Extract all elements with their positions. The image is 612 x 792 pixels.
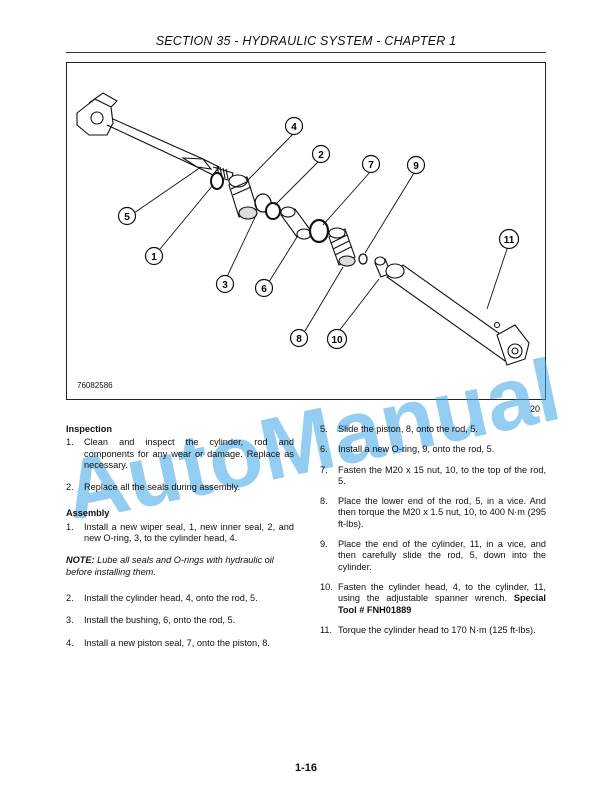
left-column: Inspection 1. Clean and inspect the cyli… bbox=[66, 424, 294, 649]
list-item: 5. Slide the piston, 8, onto the rod, 5. bbox=[320, 424, 478, 434]
svg-text:11: 11 bbox=[504, 235, 515, 246]
callout-5: 5 bbox=[117, 206, 137, 226]
callout-1: 1 bbox=[144, 246, 164, 266]
note: NOTE: Lube all seals and O-rings with hy… bbox=[66, 555, 274, 577]
callout-2: 2 bbox=[311, 144, 331, 164]
callout-6: 6 bbox=[254, 278, 274, 298]
callout-7: 7 bbox=[361, 154, 381, 174]
callout-8: 8 bbox=[289, 328, 309, 348]
cylinder-exploded-diagram: 4 2 7 9 5 11 1 3 6 8 10 bbox=[76, 92, 530, 366]
svg-text:9: 9 bbox=[413, 161, 419, 172]
list-item: 1. Install a new wiper seal, 1, new inne… bbox=[66, 521, 294, 544]
page-number: 1-16 bbox=[294, 762, 318, 774]
inspection-heading: Inspection bbox=[66, 424, 112, 434]
header-rule bbox=[66, 52, 546, 53]
list-item: 9. Place the end of the cylinder, 11, in… bbox=[320, 539, 546, 572]
list-item: 11. Torque the cylinder head to 170 N·m … bbox=[320, 624, 536, 635]
right-column: 5. Slide the piston, 8, onto the rod, 5.… bbox=[320, 424, 546, 636]
figure-id: 76082586 bbox=[77, 381, 113, 390]
special-tool: Special Tool # FNH01889 bbox=[338, 593, 546, 615]
list-item: 2. Replace all the seals during assembly… bbox=[66, 482, 241, 493]
svg-text:6: 6 bbox=[261, 284, 267, 295]
list-item: 6. Install a new O-ring, 9, onto the rod… bbox=[320, 444, 495, 455]
svg-text:1: 1 bbox=[151, 252, 157, 263]
svg-text:10: 10 bbox=[331, 335, 343, 346]
svg-text:3: 3 bbox=[222, 280, 228, 291]
callout-3: 3 bbox=[215, 274, 235, 294]
assembly-heading: Assembly bbox=[66, 508, 110, 519]
svg-text:2: 2 bbox=[318, 150, 324, 161]
callout-4: 4 bbox=[284, 116, 304, 136]
list-item: 1. Clean and inspect the cylinder, rod a… bbox=[66, 437, 294, 470]
callout-9: 9 bbox=[406, 155, 426, 175]
list-item: 7. Fasten the M20 x 15 nut, 10, to the t… bbox=[320, 464, 546, 486]
figure-number: 20 bbox=[530, 404, 541, 414]
list-item: 2. Install the cylinder head, 4, onto th… bbox=[66, 592, 258, 603]
svg-text:4: 4 bbox=[291, 122, 297, 133]
exploded-view-figure: 4 2 7 9 5 11 1 3 6 8 10 76082586 bbox=[66, 62, 546, 400]
callout-11: 11 bbox=[498, 228, 520, 250]
page-header: SECTION 35 - HYDRAULIC SYSTEM - CHAPTER … bbox=[155, 34, 457, 48]
list-item: 8. Place the lower end of the rod, 5, in… bbox=[320, 496, 546, 529]
list-item: 3. Install the bushing, 6, onto the rod,… bbox=[66, 615, 236, 626]
svg-text:5: 5 bbox=[124, 212, 130, 223]
svg-text:8: 8 bbox=[296, 334, 302, 345]
list-item: 4. Install a new piston seal, 7, onto th… bbox=[66, 637, 270, 648]
list-item: 10. Fasten the cylinder head, 4, to the … bbox=[320, 581, 546, 615]
svg-text:7: 7 bbox=[368, 160, 374, 171]
callout-10: 10 bbox=[326, 328, 348, 350]
